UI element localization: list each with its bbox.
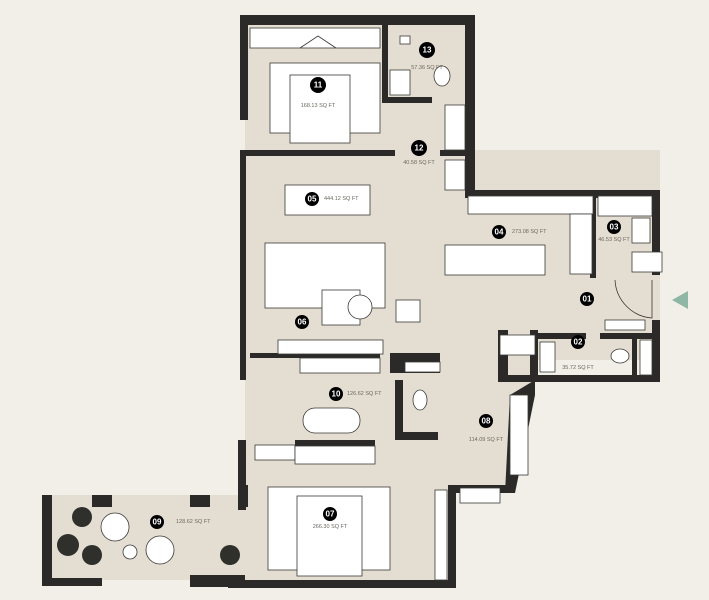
svg-text:114.09 SQ FT: 114.09 SQ FT xyxy=(469,437,504,443)
svg-text:03: 03 xyxy=(610,223,619,232)
svg-text:266.30 SQ FT: 266.30 SQ FT xyxy=(313,524,348,530)
plants xyxy=(57,507,240,565)
svg-text:05: 05 xyxy=(308,195,317,204)
room-06-label: 06 xyxy=(295,315,309,329)
svg-text:04: 04 xyxy=(495,228,504,237)
room-02-label: 02 35.72 SQ FT xyxy=(562,335,594,371)
svg-text:444.12 SQ FT: 444.12 SQ FT xyxy=(324,196,359,202)
svg-text:13: 13 xyxy=(423,46,432,55)
svg-text:46.53 SQ FT: 46.53 SQ FT xyxy=(598,237,630,243)
svg-text:168.13 SQ FT: 168.13 SQ FT xyxy=(301,103,336,109)
svg-text:35.72 SQ FT: 35.72 SQ FT xyxy=(562,365,594,371)
svg-text:128.62 SQ FT: 128.62 SQ FT xyxy=(176,519,211,525)
furniture xyxy=(57,27,663,581)
room-12-label: 12 40.58 SQ FT xyxy=(403,140,435,166)
entry-arrow-icon xyxy=(672,291,688,309)
svg-text:08: 08 xyxy=(482,417,491,426)
svg-text:09: 09 xyxy=(153,518,162,527)
room-08-label: 08 114.09 SQ FT xyxy=(469,414,504,443)
room-09-label: 09 128.62 SQ FT xyxy=(150,515,211,529)
svg-text:57.36 SQ FT: 57.36 SQ FT xyxy=(411,65,443,71)
svg-text:01: 01 xyxy=(583,295,592,304)
svg-text:06: 06 xyxy=(298,318,307,327)
room-07-label: 07 266.30 SQ FT xyxy=(313,507,348,530)
svg-text:07: 07 xyxy=(326,510,335,519)
svg-text:11: 11 xyxy=(314,81,323,90)
room-10-label: 10 126.62 SQ FT xyxy=(329,387,382,401)
room-04-label: 04 273.08 SQ FT xyxy=(492,225,547,239)
svg-text:10: 10 xyxy=(332,390,341,399)
room-01-label: 01 xyxy=(580,292,594,306)
svg-text:12: 12 xyxy=(415,144,424,153)
room-13-label: 13 57.36 SQ FT xyxy=(411,42,443,71)
svg-text:126.62 SQ FT: 126.62 SQ FT xyxy=(347,391,382,397)
svg-text:40.58 SQ FT: 40.58 SQ FT xyxy=(403,160,435,166)
svg-text:02: 02 xyxy=(574,338,583,347)
svg-text:273.08 SQ FT: 273.08 SQ FT xyxy=(512,229,547,235)
room-11-label: 11 168.13 SQ FT xyxy=(301,77,336,109)
room-05-label: 05 444.12 SQ FT xyxy=(305,192,359,206)
room-03-label: 03 46.53 SQ FT xyxy=(598,220,630,243)
